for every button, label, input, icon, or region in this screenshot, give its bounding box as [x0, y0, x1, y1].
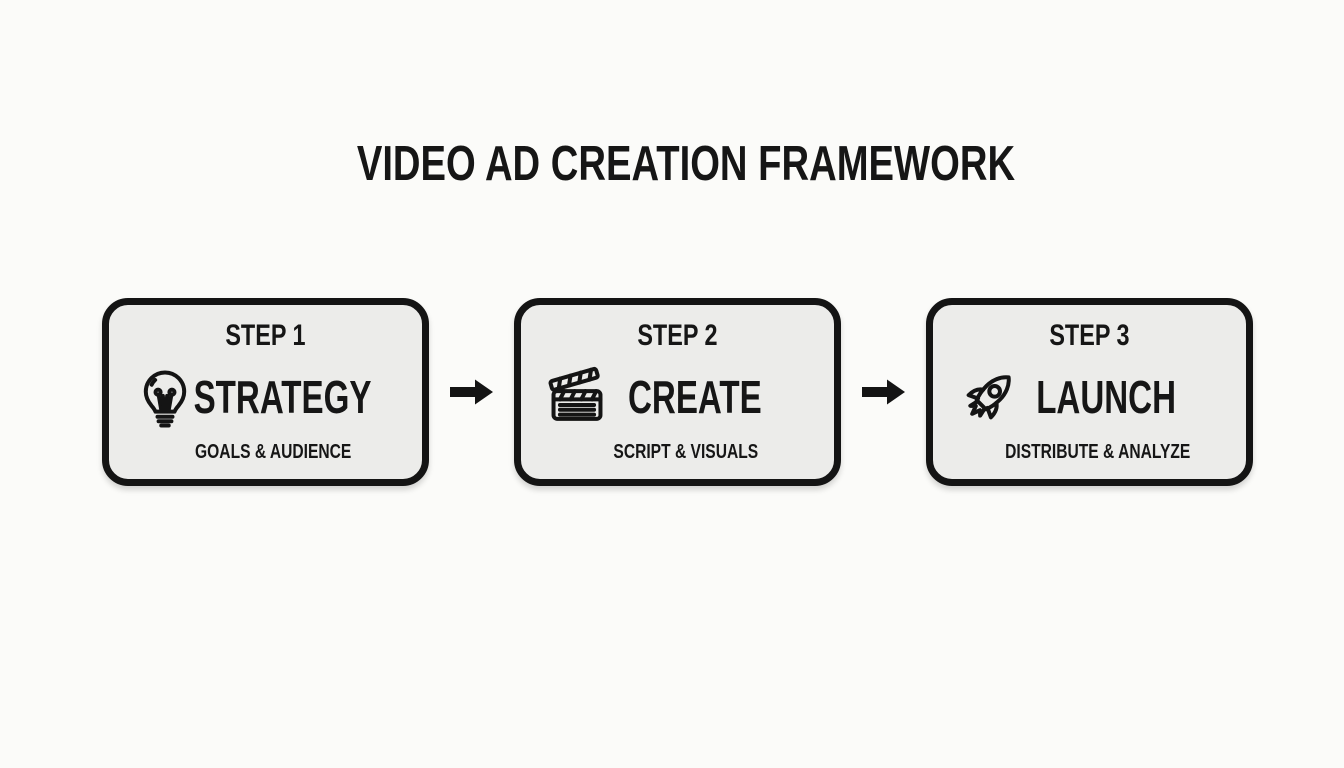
step-1-label: STEP 1 [109, 321, 422, 351]
arrow-right-icon [449, 378, 494, 406]
step-3-label-text: STEP 3 [1049, 319, 1130, 352]
lightbulb-icon [133, 365, 197, 429]
step-2-label-text: STEP 2 [637, 319, 718, 352]
clapperboard-icon [545, 365, 609, 429]
step-3-name: LAUNCH [1009, 374, 1203, 420]
step-2-label: STEP 2 [521, 321, 834, 351]
step-3-name-text: LAUNCH [1036, 370, 1177, 423]
step-1-subtitle-text: GOALS & AUDIENCE [195, 441, 352, 463]
page-title-text: VIDEO AD CREATION FRAMEWORK [356, 137, 1016, 191]
step-3-subtitle-text: DISTRIBUTE & ANALYZE [1004, 441, 1191, 463]
step-1-name: STRATEGY [159, 374, 406, 420]
step-2-name: CREATE [602, 374, 788, 420]
step-3-box: STEP 3 LAUNCH DISTRIBUTE & ANALYZ [926, 298, 1253, 486]
step-1-subtitle: GOALS & AUDIENCE [109, 442, 422, 462]
steps-row: STEP 1 STRATEGY [102, 298, 1253, 486]
step-2-name-text: CREATE [627, 370, 762, 423]
step-2-subtitle-text: SCRIPT & VISUALS [613, 441, 758, 463]
step-2-main-row: CREATE [521, 365, 834, 429]
page-title: VIDEO AD CREATION FRAMEWORK [0, 136, 1344, 192]
step-3-subtitle: DISTRIBUTE & ANALYZE [933, 442, 1246, 462]
step-1-main-row: STRATEGY [109, 365, 422, 429]
step-2-box: STEP 2 [514, 298, 841, 486]
step-2-subtitle: SCRIPT & VISUALS [521, 442, 834, 462]
step-3-label: STEP 3 [933, 321, 1246, 351]
step-1-name-text: STRATEGY [193, 370, 372, 423]
rocket-icon [957, 365, 1021, 429]
step-1-label-text: STEP 1 [225, 319, 306, 352]
arrow-right-icon [861, 378, 906, 406]
step-3-main-row: LAUNCH [933, 368, 1246, 426]
step-1-box: STEP 1 STRATEGY [102, 298, 429, 486]
